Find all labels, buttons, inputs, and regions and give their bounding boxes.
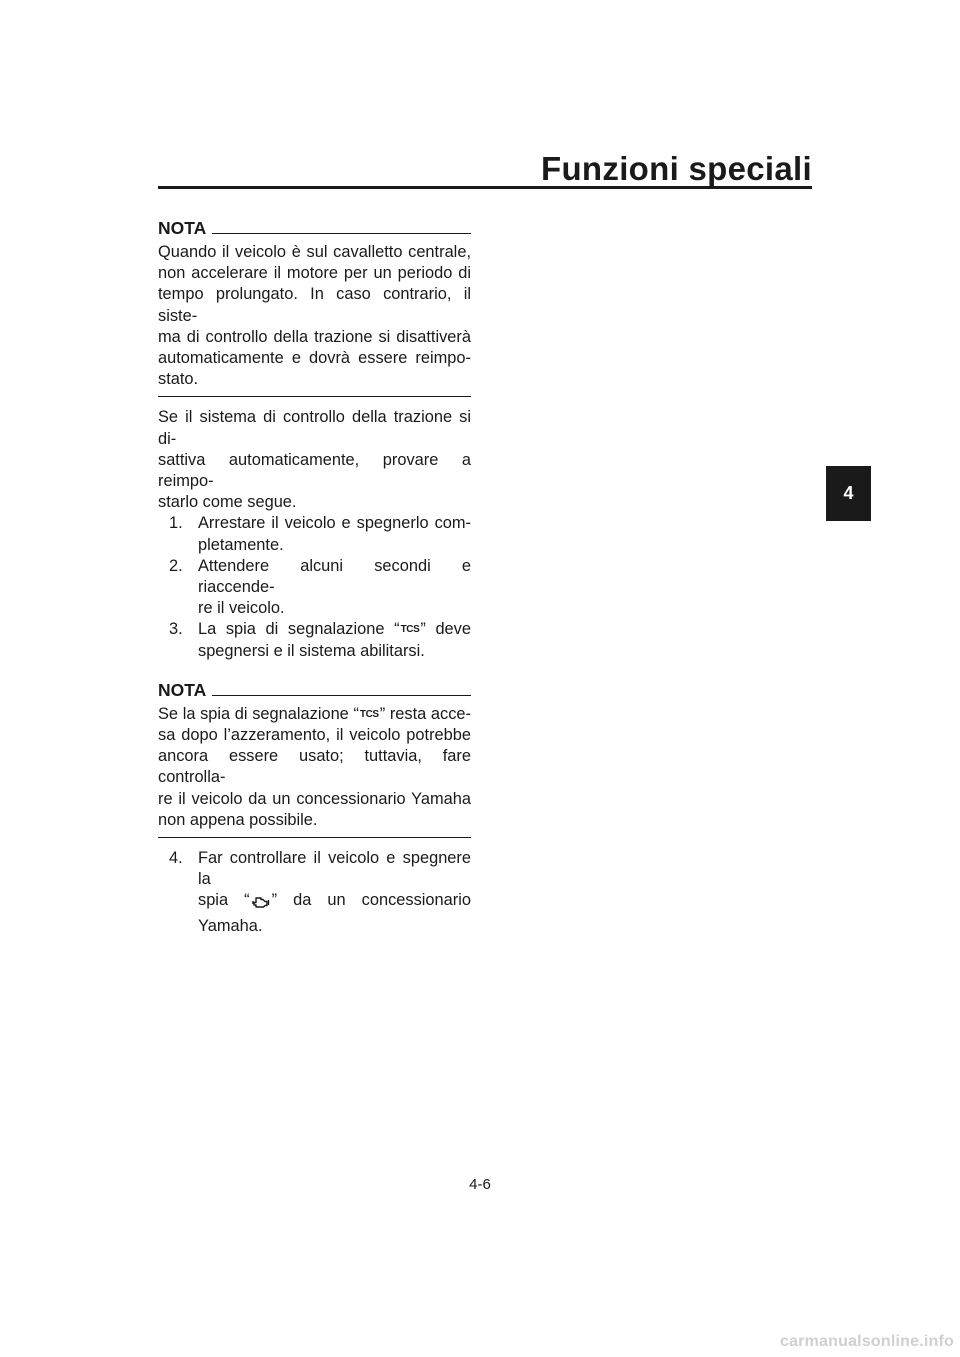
note-label: NOTA	[158, 679, 207, 700]
text-line: Quando il veicolo è sul cavalletto centr…	[158, 243, 471, 261]
watermark: carmanualsonline.info	[779, 1333, 954, 1350]
note-heading: NOTA	[158, 218, 471, 238]
text-line: sattiva automaticamente, provare a reimp…	[158, 450, 471, 491]
step-number: 4.	[169, 849, 183, 868]
content-column: NOTA Quando il veicolo è sul cavalletto …	[158, 218, 471, 937]
text-fragment: spia “	[198, 891, 250, 910]
text-line: sa dopo l’azzeramento, il veicolo potreb…	[158, 726, 471, 745]
note-body: Se la spia di segnalazione “TCS” resta a…	[158, 704, 471, 831]
note-label: NOTA	[158, 218, 207, 238]
text-line: re il veicolo da un concessionario Yamah…	[158, 789, 471, 808]
text-line: ma di controllo della trazione si disatt…	[158, 327, 471, 346]
text-line: Arrestare il veicolo e spegnerlo com-	[198, 514, 471, 533]
text-fragment: ” resta acce-	[379, 704, 471, 723]
text-line: La spia di segnalazione “TCS” deve	[198, 619, 471, 640]
note-rule	[212, 233, 471, 234]
note-body: Quando il veicolo è sul cavalletto centr…	[158, 242, 471, 390]
text-line: Se il sistema di controllo della trazion…	[158, 408, 471, 448]
text-line: ancora essere usato; tuttavia, fare cont…	[158, 747, 471, 787]
text-fragment: La spia di segnalazione “	[198, 620, 400, 639]
note-rule	[212, 694, 471, 696]
page-title: Funzioni speciali	[541, 150, 812, 187]
engine-warning-icon	[251, 894, 270, 915]
text-line: tempo prolungato. In caso contrario, il …	[158, 285, 471, 325]
text-line: non appena possibile.	[158, 810, 318, 829]
text-line: starlo come segue.	[158, 493, 297, 512]
text-line: Yamaha.	[198, 916, 263, 935]
page-number: 4-6	[469, 1176, 491, 1193]
text-line: Se la spia di segnalazione “TCS” resta a…	[158, 704, 471, 725]
intro-paragraph: Se il sistema di controllo della trazion…	[158, 407, 471, 513]
note-heading: NOTA	[158, 680, 471, 700]
list-item: 2. Attendere alcuni secondi e riaccende-…	[158, 556, 471, 620]
header-rule	[158, 186, 812, 189]
step-number: 3.	[169, 620, 183, 639]
note-end-rule	[158, 837, 471, 839]
text-line: Far controllare il veicolo e spegnere la	[198, 849, 471, 889]
note-end-rule	[158, 396, 471, 398]
text-fragment: ” deve	[420, 620, 471, 639]
step-number: 2.	[169, 556, 183, 575]
text-line: stato.	[158, 370, 199, 389]
text-line: spegnersi e il sistema abilitarsi.	[198, 641, 425, 660]
text-line: Attendere alcuni secondi e riaccende-	[198, 556, 471, 597]
tcs-icon: TCS	[400, 624, 420, 636]
list-item: 3. La spia di segnalazione “TCS” deve sp…	[158, 619, 471, 661]
text-fragment: ” da un concessionario	[271, 891, 471, 910]
step-number: 1.	[169, 514, 183, 533]
text-line: spia “ ” da un concessionario	[198, 890, 471, 915]
tcs-icon: TCS	[359, 708, 379, 720]
list-item: 1. Arrestare il veicolo e spegnerlo com-…	[158, 513, 471, 555]
chapter-tab: 4	[826, 466, 871, 521]
text-fragment: Se la spia di segnalazione “	[158, 704, 359, 723]
text-line: re il veicolo.	[198, 599, 285, 618]
list-item: 4. Far controllare il veicolo e spegnere…	[158, 848, 471, 937]
note-block: NOTA Se la spia di segnalazione “TCS” re…	[158, 680, 471, 839]
text-line: automaticamente e dovrà essere reimpo-	[158, 349, 471, 368]
text-line: non accelerare il motore per un periodo …	[158, 264, 471, 283]
text-line: pletamente.	[198, 535, 284, 554]
